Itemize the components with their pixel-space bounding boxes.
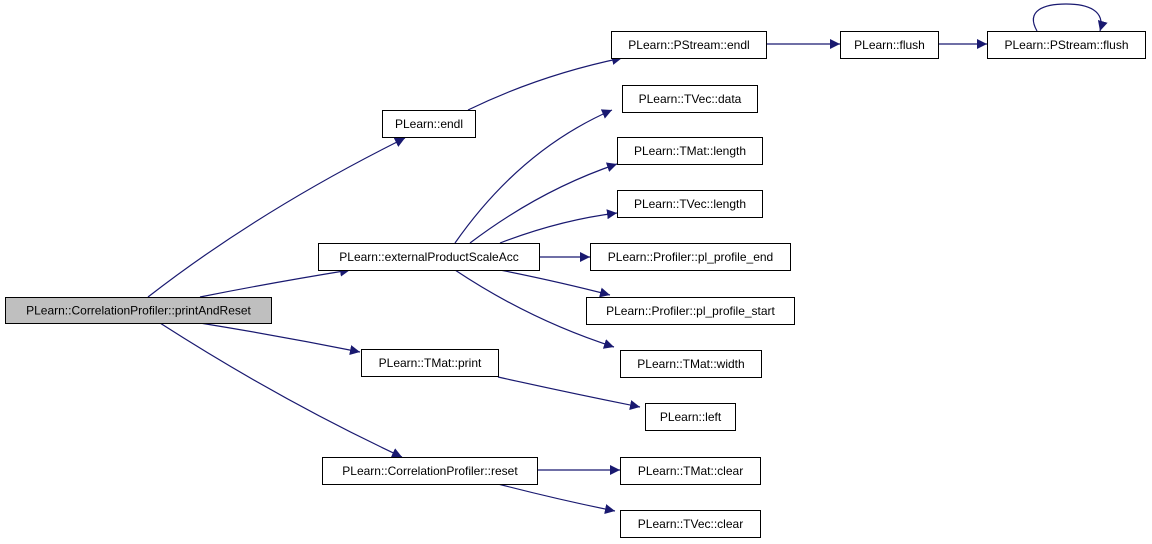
edge-pstreamflush-to-pstreamflush — [1032, 3, 1108, 32]
node-box[interactable] — [382, 110, 476, 138]
node-pstreamendl[interactable]: PLearn::PStream::endl — [611, 31, 767, 59]
node-profstart[interactable]: PLearn::Profiler::pl_profile_start — [586, 297, 795, 325]
edges — [147, 3, 1108, 514]
edge-root-to-extprod — [199, 266, 351, 298]
node-label: PLearn::TMat::clear — [638, 464, 743, 478]
node-extprod[interactable]: PLearn::externalProductScaleAcc — [318, 243, 540, 271]
node-label: PLearn::TVec::clear — [638, 517, 743, 531]
node-pstreamflush[interactable]: PLearn::PStream::flush — [987, 31, 1146, 59]
node-label: PLearn::Profiler::pl_profile_end — [608, 250, 773, 264]
node-label: PLearn::TVec::length — [634, 197, 746, 211]
edge-tmatprint-to-left — [497, 376, 641, 410]
node-left[interactable]: PLearn::left — [645, 403, 736, 431]
node-label: PLearn::TVec::data — [639, 92, 742, 106]
node-box[interactable] — [586, 297, 795, 325]
node-box[interactable] — [987, 31, 1146, 59]
node-box[interactable] — [620, 457, 761, 485]
edge-root-to-tmatprint — [199, 322, 361, 355]
node-box[interactable] — [617, 190, 763, 218]
node-label: PLearn::PStream::endl — [628, 38, 749, 52]
node-label: PLearn::TMat::print — [379, 356, 482, 370]
edge-root-to-endl — [147, 137, 406, 298]
node-box[interactable] — [5, 297, 272, 324]
node-root[interactable]: PLearn::CorrelationProfiler::printAndRes… — [5, 297, 272, 324]
edge-extprod-to-tmatlength — [469, 162, 618, 244]
node-box[interactable] — [318, 243, 540, 271]
node-box[interactable] — [622, 85, 758, 113]
edge-reset-to-tvecclear — [497, 483, 616, 514]
node-label: PLearn::CorrelationProfiler::reset — [342, 464, 518, 478]
node-box[interactable] — [322, 457, 538, 485]
node-tvecclear[interactable]: PLearn::TVec::clear — [620, 510, 761, 538]
node-label: PLearn::PStream::flush — [1004, 38, 1128, 52]
node-reset[interactable]: PLearn::CorrelationProfiler::reset — [322, 457, 538, 485]
node-tmatclear[interactable]: PLearn::TMat::clear — [620, 457, 761, 485]
node-box[interactable] — [620, 350, 762, 378]
edge-extprod-to-tvecdata — [454, 109, 613, 244]
node-box[interactable] — [590, 243, 791, 271]
edge-root-to-reset — [159, 322, 403, 458]
nodes: PLearn::CorrelationProfiler::printAndRes… — [5, 31, 1146, 538]
node-profend[interactable]: PLearn::Profiler::pl_profile_end — [590, 243, 791, 271]
node-box[interactable] — [617, 137, 763, 165]
node-box[interactable] — [611, 31, 767, 59]
node-label: PLearn::externalProductScaleAcc — [339, 250, 518, 264]
node-label: PLearn::TMat::length — [634, 144, 746, 158]
edge-extprod-to-tveclength — [499, 209, 618, 244]
edge-endl-to-pstreamendl — [467, 55, 623, 111]
node-label: PLearn::CorrelationProfiler::printAndRes… — [26, 304, 251, 318]
node-label: PLearn::Profiler::pl_profile_start — [606, 304, 775, 318]
node-tmatprint[interactable]: PLearn::TMat::print — [361, 349, 499, 377]
node-box[interactable] — [620, 510, 761, 538]
node-box[interactable] — [840, 31, 939, 59]
node-tmatlength[interactable]: PLearn::TMat::length — [617, 137, 763, 165]
edge-extprod-to-tmatwidth — [454, 269, 615, 349]
node-tmatwidth[interactable]: PLearn::TMat::width — [620, 350, 762, 378]
node-box[interactable] — [361, 349, 499, 377]
node-box[interactable] — [645, 403, 736, 431]
edge-extprod-to-profstart — [499, 269, 611, 298]
node-tveclength[interactable]: PLearn::TVec::length — [617, 190, 763, 218]
node-label: PLearn::flush — [854, 38, 925, 52]
node-label: PLearn::endl — [395, 117, 463, 131]
node-endl[interactable]: PLearn::endl — [382, 110, 476, 138]
node-label: PLearn::TMat::width — [637, 357, 744, 371]
node-label: PLearn::left — [660, 410, 722, 424]
node-flush[interactable]: PLearn::flush — [840, 31, 939, 59]
node-tvecdata[interactable]: PLearn::TVec::data — [622, 85, 758, 113]
